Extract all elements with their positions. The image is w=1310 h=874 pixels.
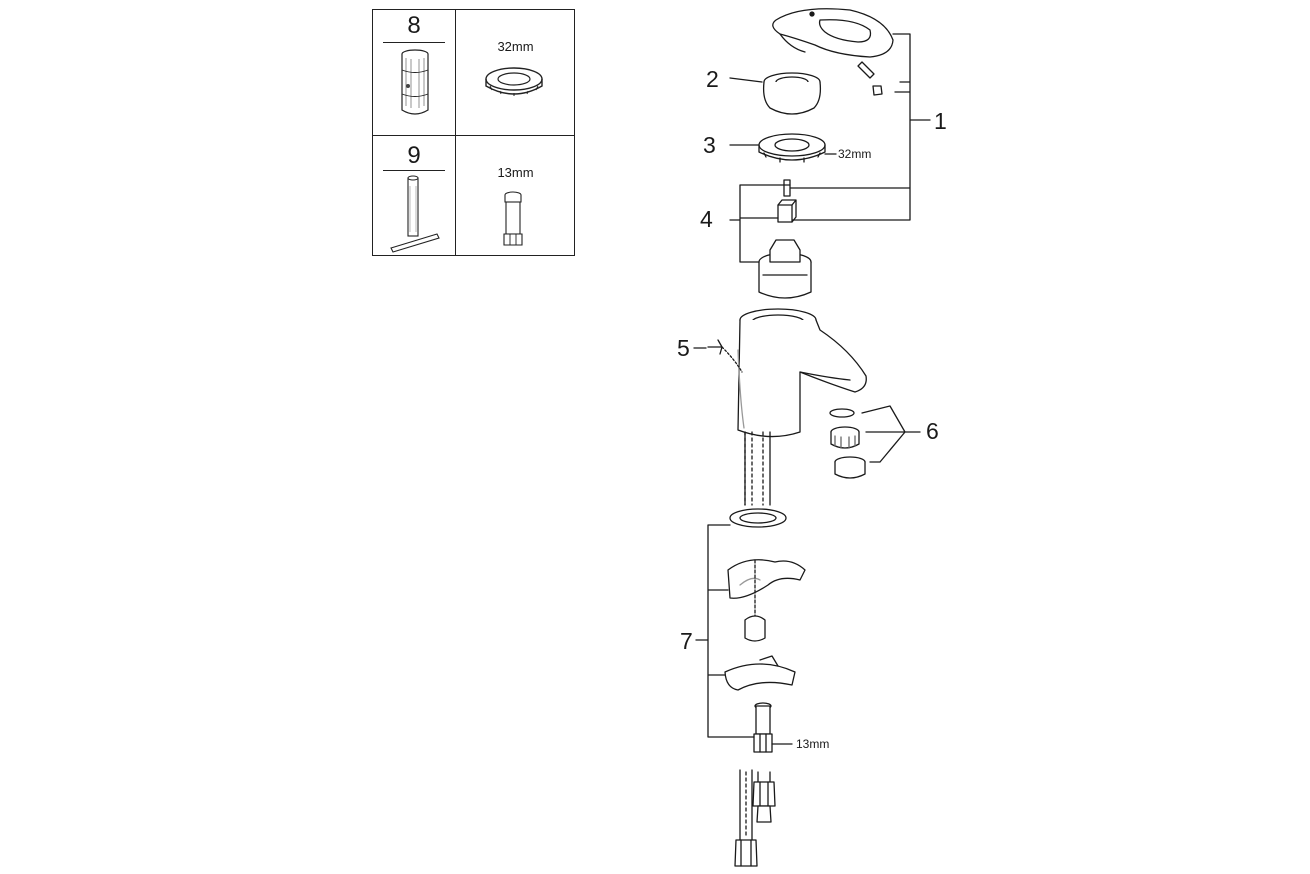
aerator-icon [829, 408, 866, 479]
cartridge-tool-icon [401, 49, 429, 115]
supply-hoses-icon [734, 769, 776, 867]
callout-2: 2 [706, 66, 719, 92]
legend-number-underline [383, 170, 445, 171]
nut-32mm-icon [485, 67, 543, 96]
socket-wrench-icon [390, 175, 440, 253]
faucet-body-icon [737, 308, 867, 438]
legend-column-divider [455, 10, 456, 255]
mounting-set-icon [724, 508, 806, 753]
lever-handle-icon [772, 8, 894, 96]
legend-size-32mm: 32mm [497, 39, 534, 54]
cartridge-icon [758, 179, 812, 299]
callout-4: 4 [700, 206, 713, 232]
legend-size-13mm: 13mm [497, 165, 534, 180]
callout-7: 7 [680, 628, 693, 654]
legend-row-divider [373, 135, 574, 136]
threaded-stud-13mm-icon [503, 191, 523, 246]
tool-legend-table: 8 32mm 9 13mm [372, 9, 575, 256]
stud-size-label: 13mm [796, 737, 830, 751]
retaining-nut-icon [758, 133, 826, 163]
cap-ring-icon [762, 72, 822, 115]
nut-size-label: 32mm [838, 147, 872, 161]
legend-number-underline [383, 42, 445, 43]
callout-6: 6 [926, 418, 939, 444]
callout-3: 3 [703, 132, 716, 158]
callout-1: 1 [934, 108, 947, 134]
legend-number-8: 8 [407, 12, 421, 39]
callout-5: 5 [677, 335, 690, 361]
pull-rod-icon [707, 339, 743, 373]
legend-number-9: 9 [407, 142, 421, 169]
